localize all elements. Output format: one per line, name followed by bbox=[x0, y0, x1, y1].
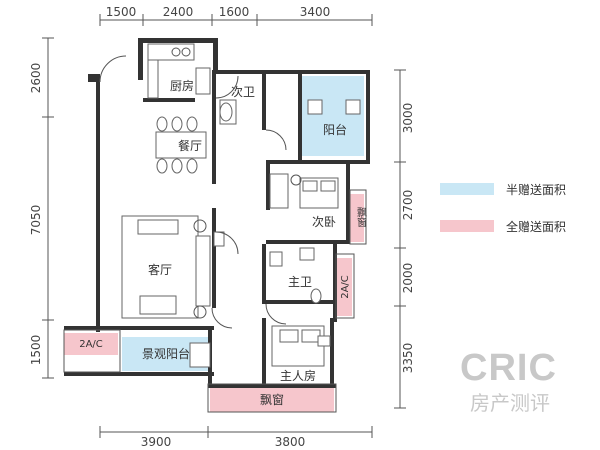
top-dimension-labels: 1500 2400 1600 3400 bbox=[106, 5, 331, 19]
watermark: CRIC 房产测评 bbox=[460, 347, 557, 415]
left-dim-1: 2600 bbox=[29, 63, 43, 94]
legend-half-gift-label: 半赠送面积 bbox=[506, 182, 566, 197]
door-swings bbox=[99, 55, 287, 329]
bottom-dim-2: 3800 bbox=[275, 435, 306, 449]
right-dimension-labels: 3000 2700 2000 3350 bbox=[401, 103, 415, 374]
watermark-subtitle: 房产测评 bbox=[470, 391, 550, 415]
legend-half-gift-swatch bbox=[440, 183, 494, 195]
ac-side-label: 2A/C bbox=[340, 275, 351, 299]
right-dim-4: 3350 bbox=[401, 343, 415, 374]
right-dim-1: 3000 bbox=[401, 103, 415, 134]
balcony-label: 阳台 bbox=[323, 122, 347, 137]
second-bedroom-label: 次卧 bbox=[312, 215, 336, 229]
left-dim-2: 7050 bbox=[29, 205, 43, 236]
kitchen-label: 厨房 bbox=[170, 78, 194, 93]
legend: 半赠送面积 全赠送面积 bbox=[440, 182, 566, 234]
top-dim-4: 3400 bbox=[300, 5, 331, 19]
master-bedroom-furniture bbox=[271, 325, 331, 367]
living-room-label: 客厅 bbox=[148, 262, 172, 277]
secondary-bath-fixtures bbox=[219, 99, 237, 125]
bottom-dimension-labels: 3900 3800 bbox=[141, 435, 306, 449]
bottom-dim-1: 3900 bbox=[141, 435, 172, 449]
dining-set bbox=[155, 116, 207, 174]
top-dim-3: 1600 bbox=[219, 5, 250, 19]
left-dim-3: 1500 bbox=[29, 335, 43, 366]
top-dim-2: 2400 bbox=[163, 5, 194, 19]
bay-window-side-label: 飘窗 bbox=[355, 207, 367, 228]
view-balcony-fixtures bbox=[189, 342, 211, 368]
second-bedroom-furniture bbox=[269, 173, 339, 209]
balcony-fixtures bbox=[307, 99, 361, 115]
left-dimension-labels: 2600 7050 1500 bbox=[29, 63, 43, 366]
bay-window-bottom-area bbox=[210, 386, 334, 412]
balcony-area bbox=[302, 76, 364, 156]
master-bath-fixtures bbox=[269, 247, 322, 304]
bay-window-side-area bbox=[350, 194, 364, 242]
legend-full-gift-swatch bbox=[440, 220, 494, 232]
dimension-lines bbox=[42, 14, 406, 438]
view-balcony-label: 景观阳台 bbox=[142, 346, 190, 361]
ac-left-area bbox=[64, 333, 118, 355]
walls bbox=[63, 38, 370, 413]
top-dim-1: 1500 bbox=[106, 5, 137, 19]
kitchen-fixtures bbox=[147, 43, 211, 99]
watermark-brand: CRIC bbox=[460, 347, 557, 389]
master-bath-label: 主卫 bbox=[288, 275, 312, 289]
room-labels: 厨房 餐厅 次卫 阳台 次卧 客厅 主卫 主人房 景观阳台 飘窗 飘窗 2A/C… bbox=[79, 78, 366, 407]
bay-window-bottom-label: 飘窗 bbox=[260, 393, 284, 407]
dining-label: 餐厅 bbox=[178, 138, 202, 153]
master-bedroom-label: 主人房 bbox=[280, 368, 316, 383]
legend-full-gift-label: 全赠送面积 bbox=[506, 219, 566, 234]
ac-left-label: 2A/C bbox=[79, 339, 103, 350]
living-furniture bbox=[121, 215, 225, 319]
right-dim-2: 2700 bbox=[401, 190, 415, 221]
secondary-bath-label: 次卫 bbox=[231, 85, 255, 99]
right-dim-3: 2000 bbox=[401, 263, 415, 294]
ac-side-area bbox=[337, 258, 352, 316]
